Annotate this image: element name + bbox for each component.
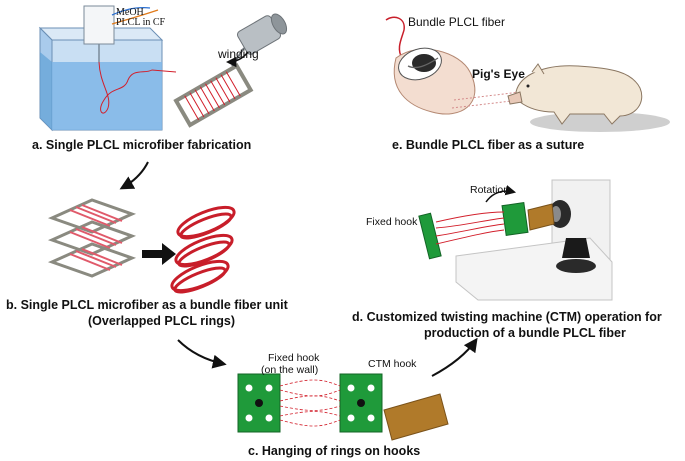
arrow-c-to-d-icon <box>431 337 478 377</box>
rotation-arrow-icon <box>485 185 517 203</box>
caption-panel-d-line1: d. Customized twisting machine (CTM) ope… <box>352 310 662 324</box>
arrow-a-to-b-icon <box>119 161 149 190</box>
pig-eye <box>393 47 521 115</box>
panel-a-illustration <box>38 5 288 132</box>
label-fixed-hook-wall-line2: (on the wall) <box>261 364 319 376</box>
ctm-hook-board <box>339 373 449 441</box>
twisting-fibers <box>435 211 505 245</box>
label-fixed-hook-wall-line1: Fixed hook <box>268 352 320 364</box>
syringe <box>83 5 115 62</box>
arrow-frames-to-rings-icon <box>142 243 176 265</box>
label-rotation: Rotation <box>470 184 510 196</box>
label-meoh: MeOH <box>116 7 144 18</box>
ctm-hook-board-d <box>501 202 529 236</box>
winding-frame <box>173 63 254 128</box>
label-pigs-eye: Pig's Eye <box>472 67 525 81</box>
caption-panel-c: c. Hanging of rings on hooks <box>248 444 421 458</box>
ctm-machine <box>455 179 613 301</box>
label-fixed-hook: Fixed hook <box>366 216 418 228</box>
stacked-frames <box>47 198 137 278</box>
caption-panel-e: e. Bundle PLCL fiber as a suture <box>392 138 585 152</box>
caption-panel-d-line2: production of a bundle PLCL fiber <box>424 326 626 340</box>
panel-b-illustration <box>47 198 236 294</box>
label-ctm-hook: CTM hook <box>368 358 417 370</box>
caption-panel-a: a. Single PLCL microfiber fabrication <box>32 138 252 152</box>
label-winding: winding <box>217 47 259 61</box>
caption-panel-b-line2: (Overlapped PLCL rings) <box>88 314 236 328</box>
panel-d-illustration <box>418 179 613 301</box>
pig <box>507 63 643 125</box>
panel-e-illustration <box>385 16 670 132</box>
winding-arrow-icon <box>225 51 249 68</box>
microscope-stand <box>562 238 590 258</box>
arrow-b-to-c-icon <box>177 339 227 369</box>
label-bundle-plcl-fiber: Bundle PLCL fiber <box>408 15 505 29</box>
eye-shadow <box>530 112 670 132</box>
suture-needle-thread <box>385 16 405 59</box>
plcl-rings <box>170 205 236 294</box>
caption-panel-b-line1: b. Single PLCL microfiber as a bundle fi… <box>6 298 288 312</box>
microfiber-in-bath <box>98 61 177 114</box>
fixed-hook-board-d <box>418 212 442 260</box>
fixed-hook-board <box>237 373 281 433</box>
label-plcl-in-cf: PLCL in CF <box>116 17 166 28</box>
panel-c-illustration <box>237 373 449 441</box>
hanging-rings <box>279 379 341 427</box>
